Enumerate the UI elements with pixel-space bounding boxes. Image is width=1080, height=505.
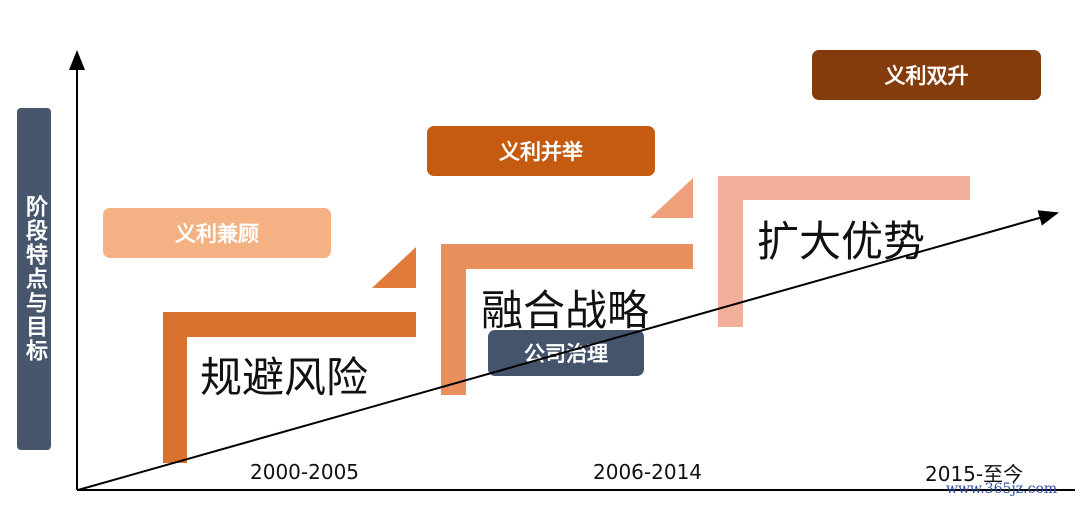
governance-tag: 公司治理 xyxy=(488,330,644,376)
stage2-triangle xyxy=(650,178,693,218)
stage1-triangle xyxy=(372,247,416,288)
strategy-1: 规避风险 xyxy=(200,353,369,402)
goal-tag-1: 义利兼顾 xyxy=(103,208,331,258)
stage3-step xyxy=(718,176,970,327)
goal-tag-2: 义利并举 xyxy=(427,126,655,176)
goal-tag-3: 义利双升 xyxy=(812,50,1041,100)
period-1: 2000-2005 xyxy=(250,460,360,484)
strategy-3: 扩大优势 xyxy=(757,217,926,266)
strategy-2: 融合战略 xyxy=(481,286,650,335)
side-label: 阶段特点与目标 xyxy=(17,108,51,450)
watermark: www.365jz.com xyxy=(946,481,1058,497)
period-2: 2006-2014 xyxy=(593,460,703,484)
period-3: 2015-至今 xyxy=(925,462,1024,486)
